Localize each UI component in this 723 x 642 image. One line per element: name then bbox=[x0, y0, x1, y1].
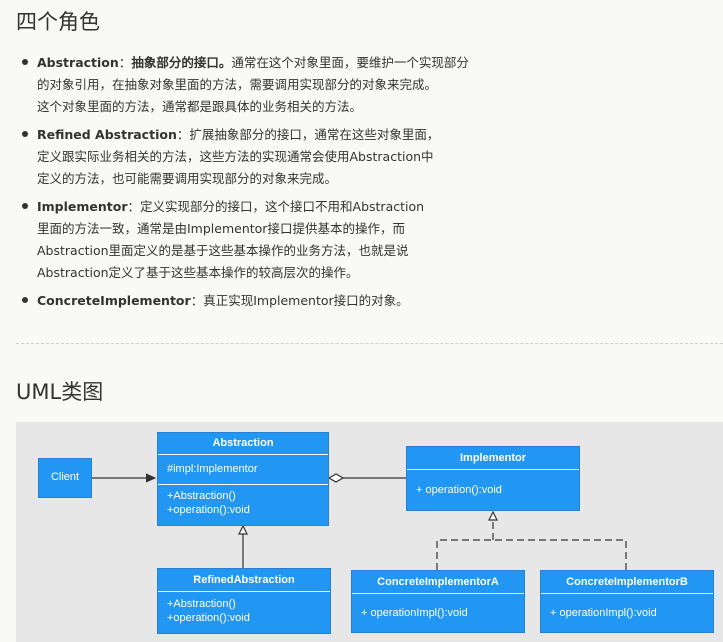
bullet-dot-icon bbox=[22, 131, 28, 137]
class-method: +Abstraction() bbox=[167, 490, 236, 502]
section-divider bbox=[16, 343, 723, 344]
class-method: +operation():void bbox=[167, 504, 250, 516]
role-emphasis: 抽象部分的接口。 bbox=[131, 55, 232, 70]
class-name: Implementor bbox=[407, 447, 579, 470]
class-name: ConcreteImplementorB bbox=[541, 571, 713, 594]
uml-class-concrete-implementor-b: ConcreteImplementorB + operationImpl():v… bbox=[540, 570, 714, 633]
realization-triangle-icon bbox=[488, 510, 498, 521]
bullet-dot-icon bbox=[22, 297, 28, 303]
list-item: Implementor：定义实现部分的接口，这个接口不用和Abstraction… bbox=[22, 196, 502, 284]
class-method: + operation():void bbox=[416, 484, 502, 496]
class-attributes: #impl:Implementor bbox=[158, 455, 328, 485]
role-text-line: 通常在这个对象里面，要维护一个实现部分 bbox=[231, 55, 469, 70]
list-item: Refined Abstraction：扩展抽象部分的接口，通常在这些对象里面，… bbox=[22, 124, 502, 190]
class-methods: +Abstraction() +operation():void bbox=[158, 592, 330, 625]
uml-connectors bbox=[92, 473, 627, 570]
class-methods: +Abstraction() +operation():void bbox=[158, 485, 328, 517]
role-text-line: 定义的方法，也可能需要调用实现部分的对象来完成。 bbox=[37, 171, 338, 186]
role-separator: ： bbox=[190, 293, 204, 308]
role-text-line: 定义实现部分的接口，这个接口不用和Abstraction bbox=[140, 199, 425, 214]
inheritance-triangle-icon bbox=[238, 524, 248, 535]
aggregation-diamond-icon bbox=[327, 473, 345, 483]
class-method: + operationImpl():void bbox=[361, 607, 468, 619]
role-text-line: Abstraction里面定义的是基于这些基本操作的业务方法，也就是说 bbox=[37, 243, 409, 258]
roles-list: Abstraction：抽象部分的接口。通常在这个对象里面，要维护一个实现部分 … bbox=[22, 52, 502, 318]
class-methods: + operationImpl():void bbox=[352, 594, 524, 632]
class-attribute: #impl:Implementor bbox=[167, 463, 258, 475]
role-text-line: 真正实现Implementor接口的对象。 bbox=[203, 293, 409, 308]
role-term: ConcreteImplementor bbox=[37, 293, 191, 308]
role-text-line: 里面的方法一致，通常是由Implementor接口提供基本的操作，而 bbox=[37, 221, 405, 236]
section-heading-roles: 四个角色 bbox=[16, 10, 100, 34]
class-name: Abstraction bbox=[158, 433, 328, 455]
realization-lines bbox=[436, 539, 627, 570]
class-method: +Abstraction() bbox=[167, 598, 236, 610]
uml-class-concrete-implementor-a: ConcreteImplementorA + operationImpl():v… bbox=[351, 570, 525, 633]
bullet-dot-icon bbox=[22, 203, 28, 209]
list-item-first-line: ConcreteImplementor：真正实现Implementor接口的对象… bbox=[37, 290, 502, 312]
uml-class-refined-abstraction: RefinedAbstraction +Abstraction() +opera… bbox=[157, 568, 331, 634]
list-item-first-line: Abstraction：抽象部分的接口。通常在这个对象里面，要维护一个实现部分 bbox=[37, 52, 502, 74]
list-item: ConcreteImplementor：真正实现Implementor接口的对象… bbox=[22, 290, 502, 312]
role-separator: ： bbox=[118, 55, 132, 70]
role-separator: ： bbox=[176, 127, 190, 142]
list-item: Abstraction：抽象部分的接口。通常在这个对象里面，要维护一个实现部分 … bbox=[22, 52, 502, 118]
uml-class-abstraction: Abstraction #impl:Implementor +Abstracti… bbox=[157, 432, 329, 526]
list-item-first-line: Implementor：定义实现部分的接口，这个接口不用和Abstraction bbox=[37, 196, 502, 218]
bullet-dot-icon bbox=[22, 59, 28, 65]
uml-class-client: Client bbox=[38, 458, 92, 498]
class-method: +operation():void bbox=[167, 612, 250, 624]
section-heading-uml: UML类图 bbox=[16, 380, 104, 404]
uml-diagram: Client Abstraction #impl:Implementor +Ab… bbox=[16, 422, 723, 642]
role-term: Implementor bbox=[37, 199, 128, 214]
role-text-line: 的对象引用，在抽象对象里面的方法，需要调用实现部分的对象来完成。 bbox=[37, 77, 438, 92]
role-text-line: Abstraction定义了基于这些基本操作的较高层次的操作。 bbox=[37, 265, 359, 280]
role-text-line: 这个对象里面的方法，通常都是跟具体的业务相关的方法。 bbox=[37, 99, 363, 114]
class-methods: + operationImpl():void bbox=[541, 594, 713, 632]
role-text-line: 扩展抽象部分的接口，通常在这些对象里面， bbox=[189, 127, 440, 142]
class-method: + operationImpl():void bbox=[550, 607, 657, 619]
role-term: Refined Abstraction bbox=[37, 127, 177, 142]
class-methods: + operation():void bbox=[407, 470, 579, 510]
role-separator: ： bbox=[127, 199, 141, 214]
class-name: ConcreteImplementorA bbox=[352, 571, 524, 594]
role-term: Abstraction bbox=[37, 55, 119, 70]
uml-class-implementor: Implementor + operation():void bbox=[406, 446, 580, 511]
list-item-first-line: Refined Abstraction：扩展抽象部分的接口，通常在这些对象里面， bbox=[37, 124, 502, 146]
role-text-line: 定义跟实际业务相关的方法，这些方法的实现通常会使用Abstraction中 bbox=[37, 149, 434, 164]
class-name: RefinedAbstraction bbox=[158, 569, 330, 592]
